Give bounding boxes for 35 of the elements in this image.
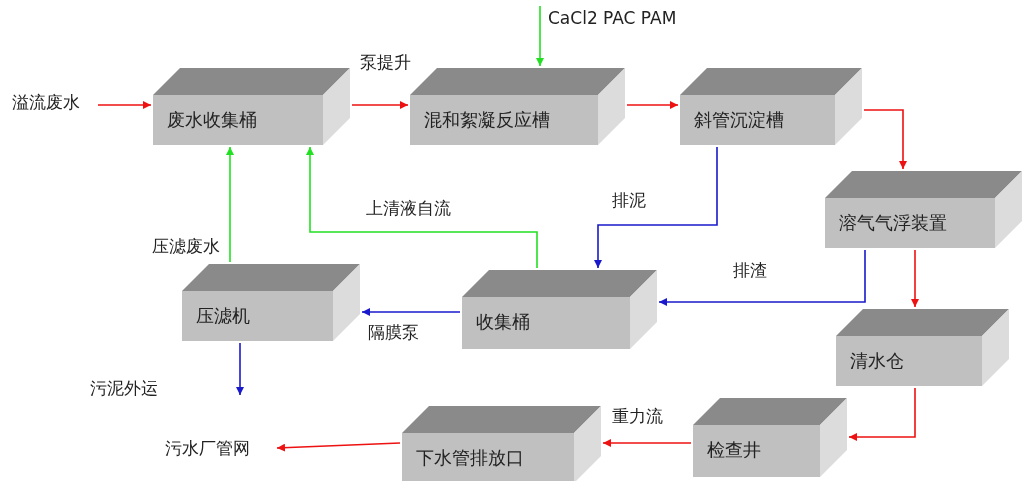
tank-label: 清水仓 [850,349,904,373]
arrow [658,249,866,306]
arrow [361,308,461,316]
arrow [97,101,152,109]
edge-label: 压滤废水 [152,236,220,256]
tank-label: 下水管排放口 [416,446,524,470]
tank-label: 斜管沉淀槽 [694,108,784,132]
arrow [236,342,244,396]
edge-label: 污泥外运 [90,378,158,398]
arrow [602,439,692,447]
tank-label: 检查井 [707,438,761,462]
arrow [863,109,907,170]
arrow [536,5,544,67]
arrow [848,387,916,441]
arrow [306,146,538,269]
edge-label: 重力流 [612,406,663,426]
edge-label: 排泥 [612,190,646,210]
arrow [911,249,919,308]
tank-label: 混和絮凝反应槽 [424,108,550,132]
edge-label: 上清液自流 [366,198,451,218]
edge-label: CaCl2 PAC PAM [548,8,677,28]
edge-label: 排渣 [733,260,767,280]
flow-label: 污水厂管网 [165,438,250,458]
edge-label: 泵提升 [360,52,411,72]
tank-label: 收集桶 [476,310,530,334]
arrow [594,146,718,269]
arrow [351,101,409,109]
edge-label: 隔膜泵 [368,322,419,342]
arrow [226,146,234,263]
tank-label: 压滤机 [196,304,250,328]
tank-label: 溶气气浮装置 [839,211,947,235]
tank-label: 废水收集桶 [167,108,257,132]
arrow [276,442,401,452]
flow-label: 溢流废水 [12,92,80,112]
arrow [626,101,679,109]
